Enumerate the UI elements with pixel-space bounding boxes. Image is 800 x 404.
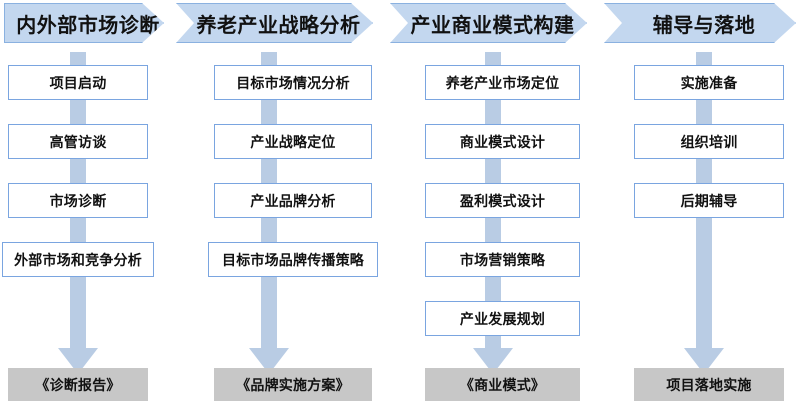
- step-box-3-5[interactable]: 产业发展规划: [425, 301, 580, 336]
- step-label-2-2: 产业战略定位: [250, 134, 336, 151]
- outcome-box-2[interactable]: 《品牌实施方案》: [214, 368, 372, 401]
- flow-column-2: 养老产业战略分析 目标市场情况分析 产业战略定位 产业品牌分析 目标市场品牌传播…: [176, 0, 378, 404]
- step-label-3-4: 市场营销策略: [459, 252, 546, 269]
- outcome-label-1: 《诊断报告》: [35, 377, 121, 394]
- flow-column-1: 内外部市场诊断 项目启动 高管访谈 市场诊断 外部市场和竞争分析 《诊断报告》: [0, 0, 160, 404]
- step-box-4-3[interactable]: 后期辅导: [634, 183, 784, 218]
- step-label-4-2: 组织培训: [680, 134, 738, 151]
- outcome-label-4: 项目落地实施: [666, 377, 752, 394]
- step-label-2-1: 目标市场情况分析: [236, 75, 350, 92]
- phase-banner-label-3: 产业商业模式构建: [410, 12, 575, 37]
- phase-banner-2[interactable]: 养老产业战略分析: [176, 3, 373, 43]
- phase-banner-label-2: 养老产业战略分析: [196, 12, 361, 37]
- step-label-1-4: 外部市场和竞争分析: [14, 252, 142, 269]
- step-box-3-1[interactable]: 养老产业市场定位: [425, 65, 580, 100]
- step-label-4-1: 实施准备: [680, 75, 738, 92]
- step-label-1-1: 项目启动: [49, 75, 107, 92]
- step-box-2-2[interactable]: 产业战略定位: [214, 124, 372, 159]
- step-box-4-2[interactable]: 组织培训: [634, 124, 784, 159]
- step-label-1-2: 高管访谈: [49, 134, 107, 151]
- step-box-1-3[interactable]: 市场诊断: [8, 183, 148, 218]
- outcome-box-1[interactable]: 《诊断报告》: [8, 368, 148, 401]
- outcome-box-4[interactable]: 项目落地实施: [634, 368, 784, 401]
- outcome-label-3: 《商业模式》: [459, 377, 546, 394]
- step-box-1-2[interactable]: 高管访谈: [8, 124, 148, 159]
- outcome-box-3[interactable]: 《商业模式》: [425, 368, 580, 401]
- phase-banner-1[interactable]: 内外部市场诊断: [4, 3, 164, 43]
- step-label-2-3: 产业品牌分析: [250, 193, 336, 210]
- step-label-3-5: 产业发展规划: [459, 311, 546, 328]
- phase-banner-label-1: 内外部市场诊断: [16, 12, 160, 37]
- flow-column-3: 产业商业模式构建 养老产业市场定位 商业模式设计 盈利模式设计 市场营销策略 产…: [390, 0, 590, 404]
- step-box-4-1[interactable]: 实施准备: [634, 65, 784, 100]
- phase-banner-label-4: 辅导与落地: [652, 12, 756, 37]
- step-label-3-2: 商业模式设计: [459, 134, 546, 151]
- phase-banner-4[interactable]: 辅导与落地: [604, 3, 796, 43]
- step-label-4-3: 后期辅导: [680, 193, 738, 210]
- step-label-3-1: 养老产业市场定位: [445, 75, 560, 92]
- step-label-2-4: 目标市场品牌传播策略: [222, 252, 364, 269]
- phase-banner-3[interactable]: 产业商业模式构建: [390, 3, 587, 43]
- step-label-3-3: 盈利模式设计: [459, 193, 546, 210]
- step-box-2-3[interactable]: 产业品牌分析: [214, 183, 372, 218]
- flow-column-4: 辅导与落地 实施准备 组织培训 后期辅导 项目落地实施: [604, 0, 800, 404]
- step-box-1-4[interactable]: 外部市场和竞争分析: [2, 242, 154, 277]
- step-box-3-3[interactable]: 盈利模式设计: [425, 183, 580, 218]
- step-box-3-4[interactable]: 市场营销策略: [425, 242, 580, 277]
- step-label-1-3: 市场诊断: [49, 193, 107, 210]
- step-box-3-2[interactable]: 商业模式设计: [425, 124, 580, 159]
- step-box-1-1[interactable]: 项目启动: [8, 65, 148, 100]
- outcome-label-2: 《品牌实施方案》: [236, 377, 350, 394]
- step-box-2-4[interactable]: 目标市场品牌传播策略: [208, 242, 378, 277]
- step-box-2-1[interactable]: 目标市场情况分析: [214, 65, 372, 100]
